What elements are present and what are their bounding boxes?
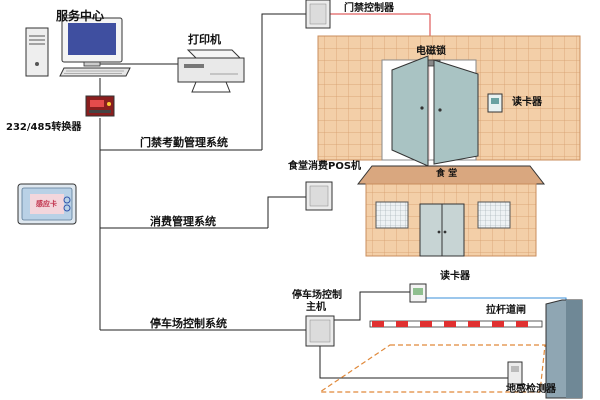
service-center-label: 服务中心 bbox=[56, 9, 105, 23]
barrier-gate-icon bbox=[545, 299, 583, 399]
consume-system-label: 消费管理系统 bbox=[150, 215, 216, 228]
computer-icon bbox=[25, 17, 131, 77]
detection-area-outline bbox=[318, 344, 546, 393]
barrier-gate-label: 拉杆道闸 bbox=[486, 305, 526, 316]
loop-detector-line bbox=[319, 343, 508, 379]
converter-label: 232/485转换器 bbox=[6, 122, 82, 133]
door-card-reader-label: 读卡器 bbox=[512, 97, 542, 108]
converter-icon bbox=[85, 95, 115, 117]
parking-reader-line bbox=[334, 291, 410, 321]
parking-host-box bbox=[305, 315, 335, 347]
access-system-label: 门禁考勤管理系统 bbox=[140, 136, 228, 149]
canteen-door bbox=[419, 203, 465, 257]
parking-card-reader-label: 读卡器 bbox=[440, 271, 470, 282]
canteen-right-window bbox=[477, 201, 511, 229]
pos-machine-icon bbox=[305, 181, 333, 211]
parking-host-label-line1: 停车场控制 bbox=[292, 290, 342, 301]
door-card-reader-icon bbox=[487, 93, 503, 113]
pos-line bbox=[267, 196, 306, 228]
access-controller-label: 门禁控制器 bbox=[344, 3, 394, 14]
left-door-leaf bbox=[391, 55, 429, 167]
connection-lines bbox=[99, 13, 508, 379]
ic-card-text: 感应卡 bbox=[36, 200, 57, 208]
parking-host-label-line2: 主机 bbox=[306, 302, 326, 313]
access-controller-line bbox=[261, 13, 306, 150]
canteen-sign-label: 食 堂 bbox=[436, 169, 458, 179]
printer-label: 打印机 bbox=[188, 33, 221, 46]
right-door-leaf bbox=[433, 59, 479, 165]
canteen-left-window bbox=[375, 201, 409, 229]
access-controller-box bbox=[305, 0, 331, 29]
barrier-arm bbox=[369, 320, 543, 328]
pos-machine-label: 食堂消费POS机 bbox=[288, 161, 362, 172]
printer-icon bbox=[177, 49, 245, 93]
mag-lock-label: 电磁锁 bbox=[416, 46, 446, 57]
parking-card-reader-icon bbox=[409, 283, 427, 303]
parking-system-label: 停车场控制系统 bbox=[150, 317, 227, 330]
loop-detector-icon bbox=[507, 361, 523, 385]
loop-detector-label: 地感检测器 bbox=[506, 384, 556, 395]
gate-wire bbox=[426, 297, 567, 304]
ic-card-icon bbox=[17, 183, 77, 225]
